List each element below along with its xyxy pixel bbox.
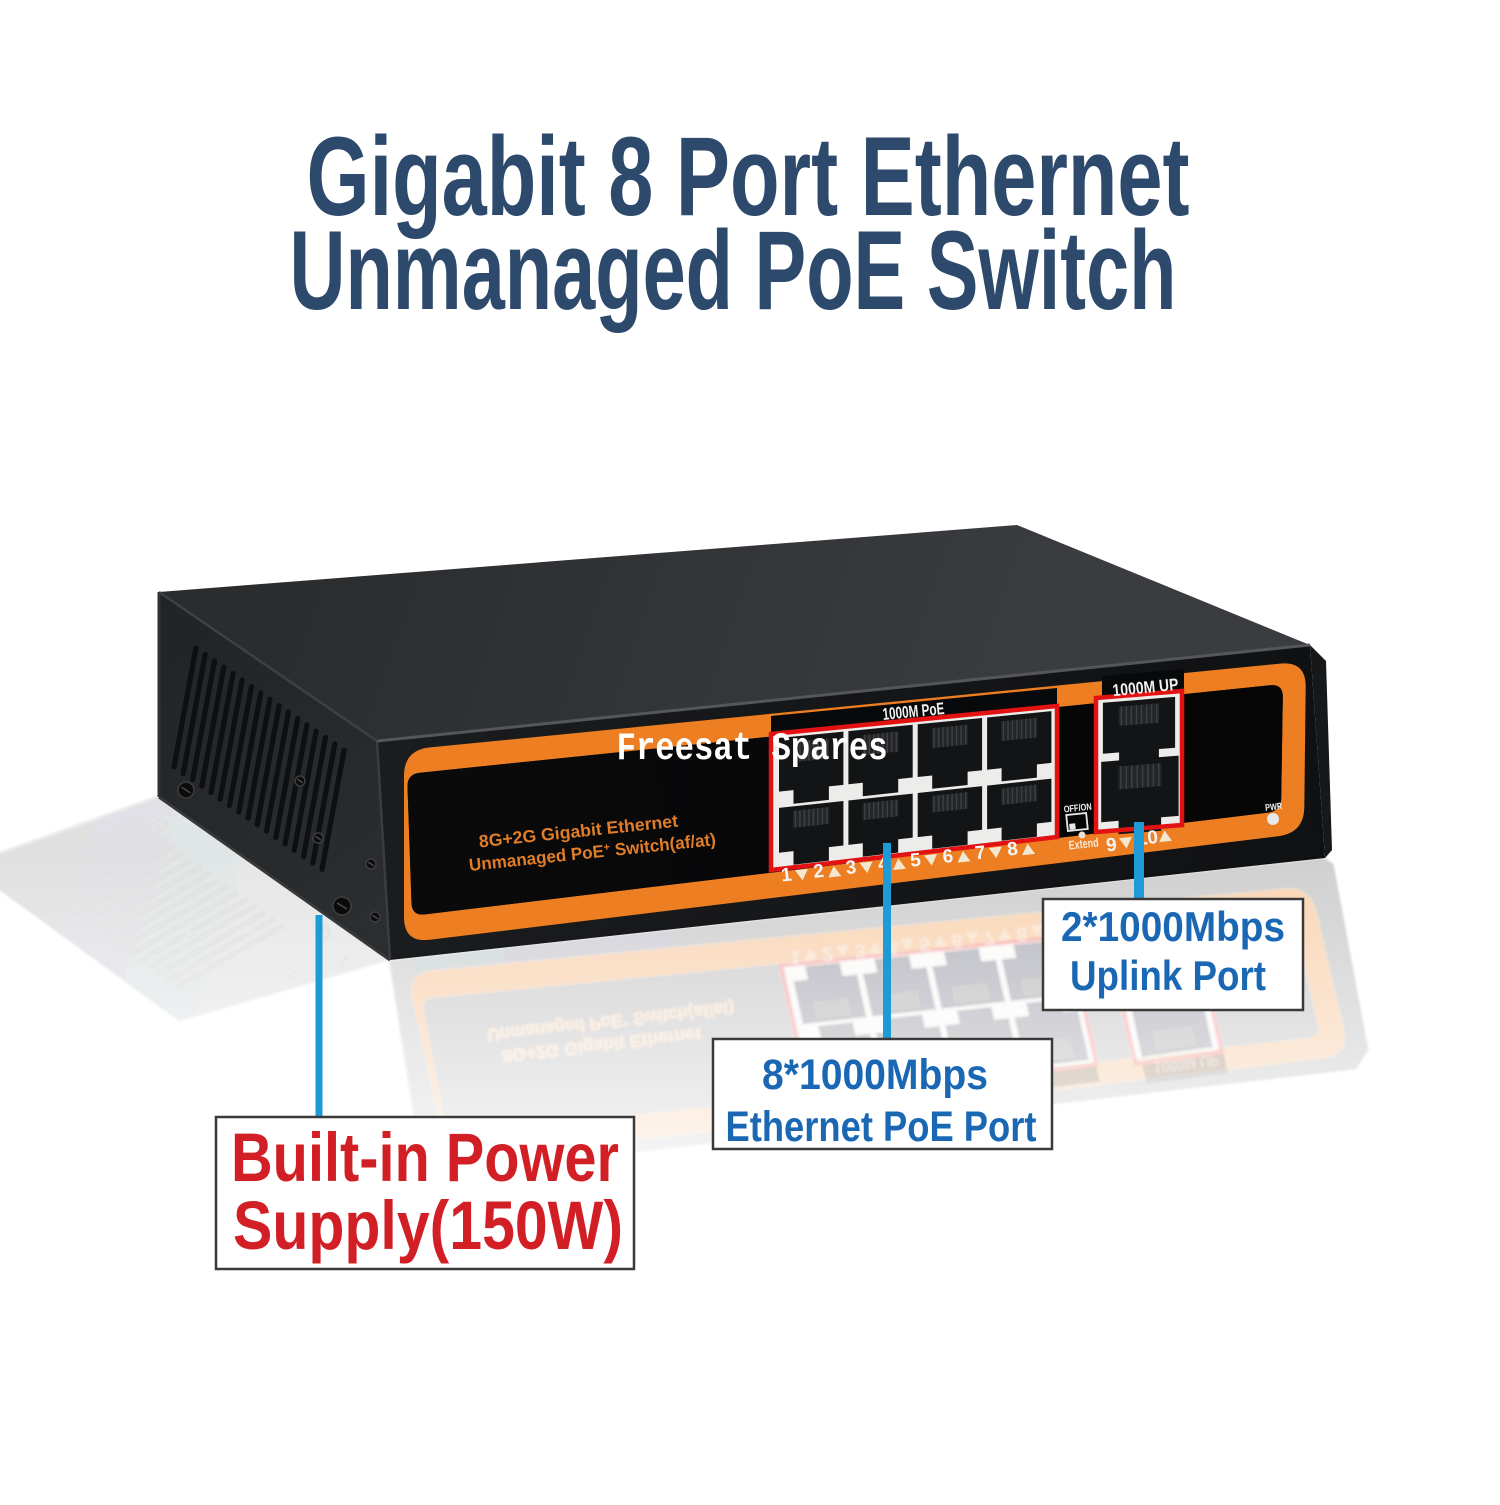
svg-text:9: 9 (1105, 835, 1118, 857)
svg-text:7: 7 (974, 842, 987, 864)
svg-text:PWR: PWR (1265, 801, 1283, 814)
svg-text:8*1000Mbps: 8*1000Mbps (762, 1051, 988, 1099)
svg-text:Ethernet PoE Port: Ethernet PoE Port (726, 1103, 1037, 1151)
svg-text:Supply(150W): Supply(150W) (233, 1187, 623, 1264)
svg-text:2: 2 (812, 861, 825, 883)
svg-text:5: 5 (909, 850, 922, 872)
svg-text:OFF/ON: OFF/ON (1063, 802, 1092, 816)
svg-text:8: 8 (1006, 839, 1019, 861)
svg-text:3: 3 (845, 857, 858, 879)
svg-text:Uplink Port: Uplink Port (1070, 952, 1266, 999)
svg-text:Built-in Power: Built-in Power (231, 1119, 619, 1196)
svg-text:1: 1 (780, 864, 793, 886)
svg-text:2*1000Mbps: 2*1000Mbps (1061, 903, 1285, 950)
svg-text:Freesat Spares: Freesat Spares (617, 727, 888, 771)
svg-text:Gigabit 8 Port Ethernet: Gigabit 8 Port Ethernet (307, 114, 1190, 239)
svg-text:Extend: Extend (1068, 835, 1099, 852)
svg-text:Unmanaged PoE Switch: Unmanaged PoE Switch (290, 208, 1177, 333)
svg-text:6: 6 (942, 846, 955, 868)
